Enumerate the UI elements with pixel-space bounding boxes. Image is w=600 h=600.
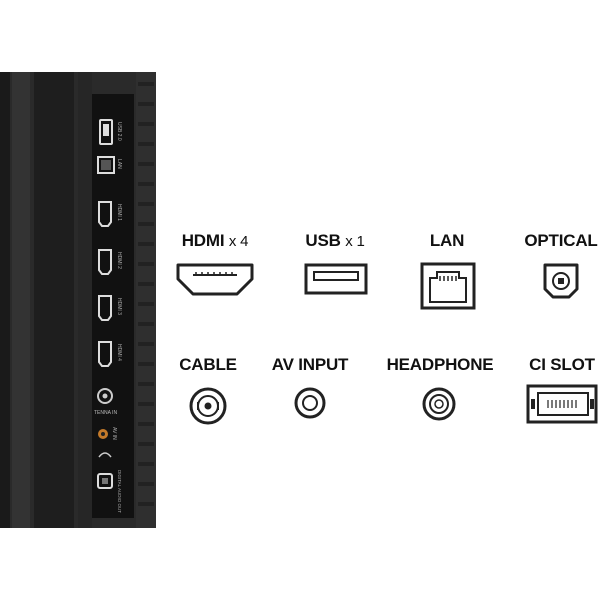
panel-digital-audio-label: DIGITAL AUDIO OUT [117,470,122,513]
av-jack-icon [294,387,326,419]
optical-port-icon [543,263,579,299]
panel-hdmi3-port [98,295,112,321]
headphone-label: HEADPHONE [386,355,494,374]
ci-slot-label: CI SLOT [529,355,595,374]
usb-label: USB x 1 [305,231,365,250]
cable-label: CABLE [179,355,237,374]
panel-hdmi1-port [98,201,112,227]
hdmi-label: HDMI x 4 [181,231,249,250]
panel-hdmi2-port [98,249,112,275]
panel-hdmi4-port [98,341,112,367]
hdmi-port-icon [176,263,254,296]
usb-port-icon [304,263,368,295]
panel-hdmi3-label: HDMI 3 [116,298,122,315]
panel-hdmi4-label: HDMI 4 [116,344,122,361]
panel-antenna-port [97,388,113,404]
panel-hdmi2-label: HDMI 2 [116,252,122,269]
panel-usb-port [99,119,113,145]
panel-digital-audio-port [97,473,113,489]
optical-label: OPTICAL [524,231,598,250]
panel-hdmi1-label: HDMI 1 [116,204,122,221]
panel-usb-label: USB 2.0 [116,122,122,141]
panel-antenna-label: TENNA IN [94,410,117,416]
panel-lan-port [97,156,115,174]
av-input-label: AV INPUT [271,355,349,374]
ci-slot-icon [526,384,598,424]
coaxial-port-icon [189,387,227,425]
lan-label: LAN [429,231,465,250]
ethernet-port-icon [420,262,476,310]
tv-rear-panel: USB 2.0 LAN HDMI 1 HDMI 2 HDMI 3 HDMI 4 … [0,72,156,528]
panel-lan-label: LAN [116,159,122,169]
headphone-jack-icon [422,387,456,421]
panel-av-label: AV IN [111,427,117,440]
